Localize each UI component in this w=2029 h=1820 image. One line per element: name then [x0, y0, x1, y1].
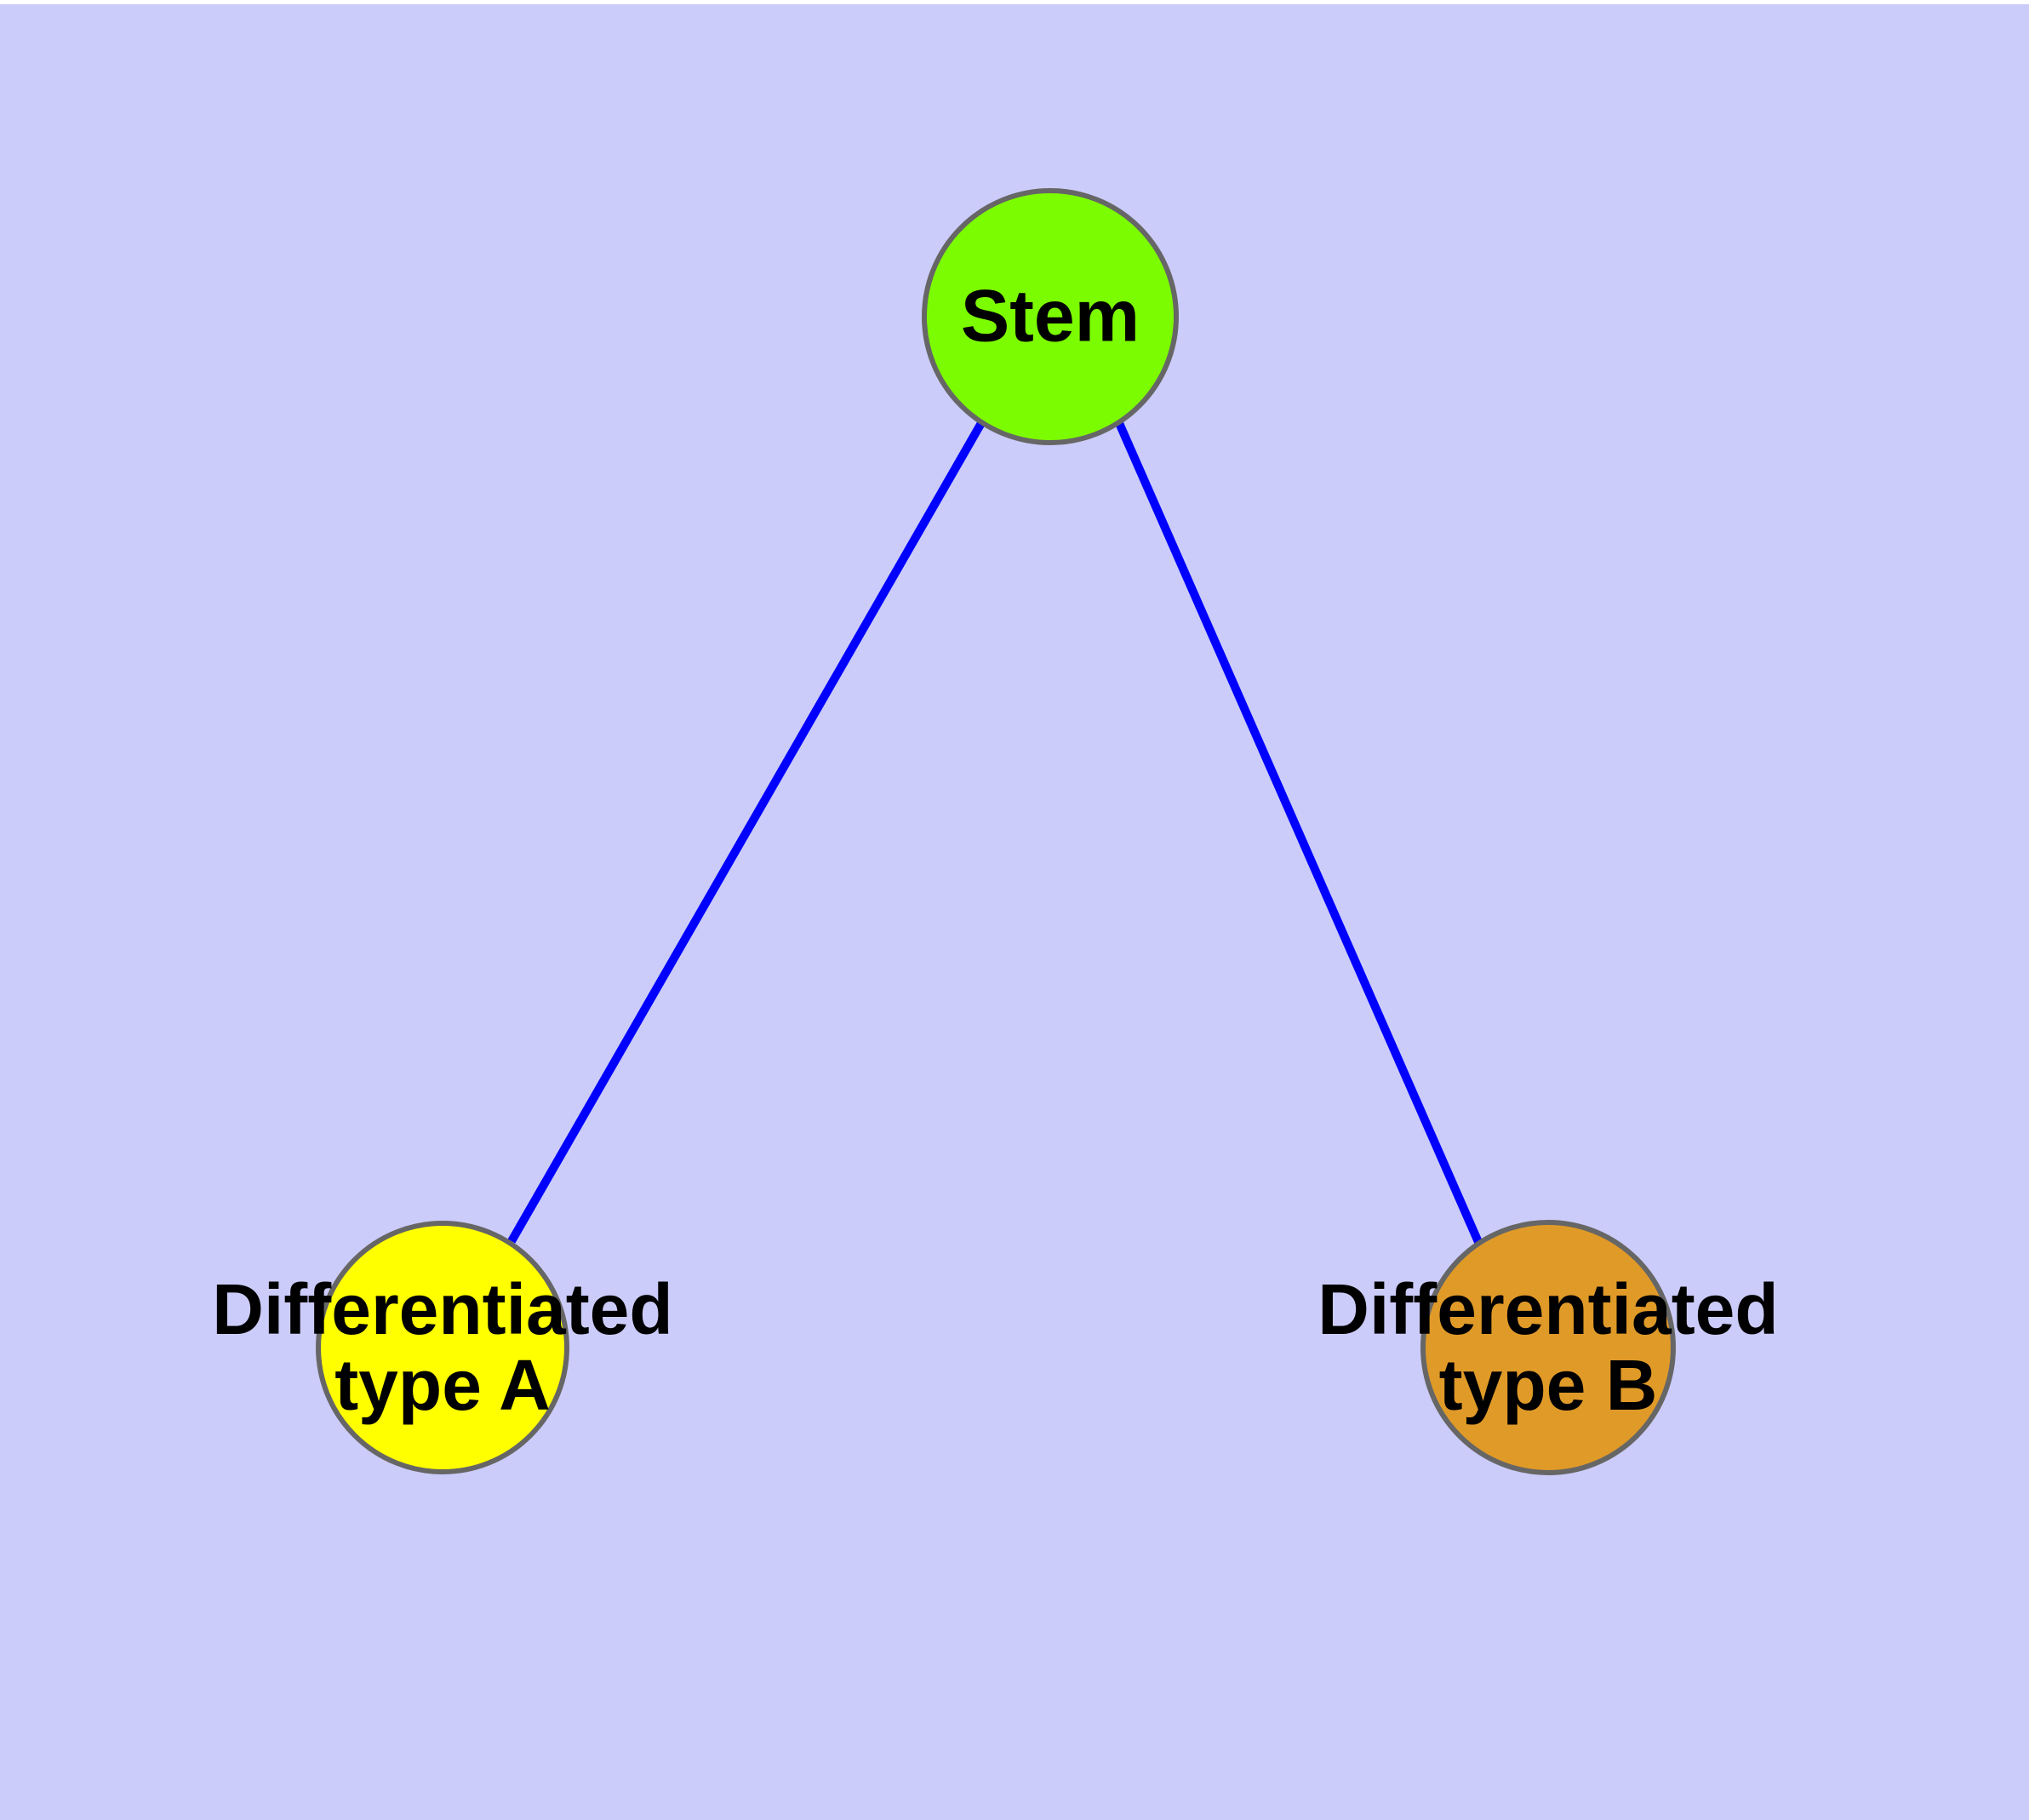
- graph-node-diff_a[interactable]: [316, 1221, 569, 1474]
- graph-edge-stem-to-diff-b: [1115, 421, 1483, 1245]
- edge-layer: [507, 421, 1483, 1245]
- graph-node-diff_b[interactable]: [1420, 1220, 1676, 1475]
- node-layer: [316, 188, 1676, 1475]
- graph-node-stem[interactable]: [922, 188, 1179, 445]
- graph-edge-stem-to-diff-a: [507, 421, 986, 1244]
